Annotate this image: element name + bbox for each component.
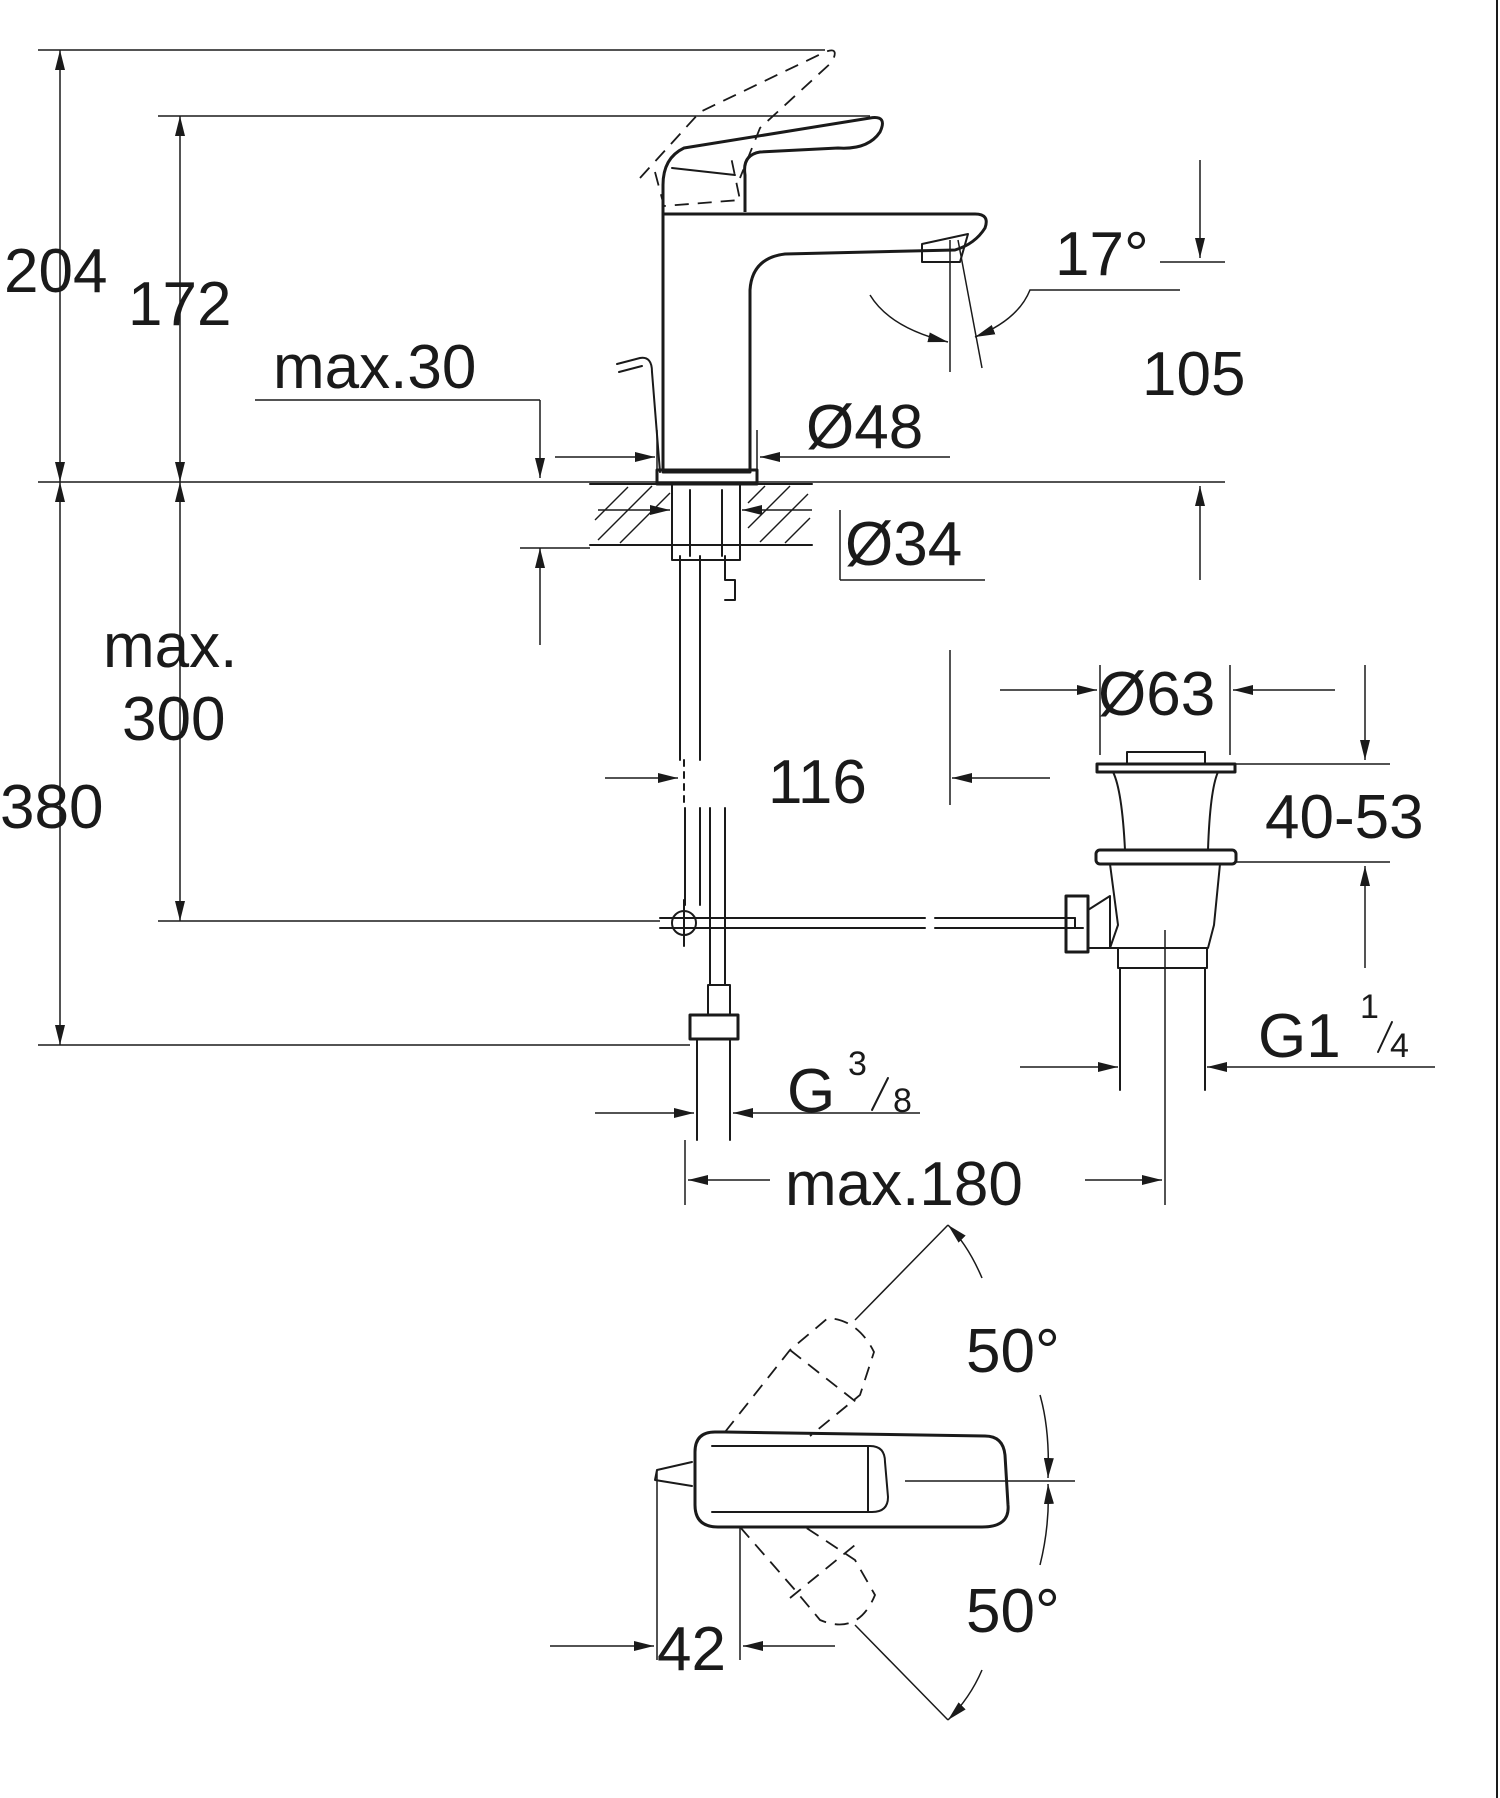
faucet-top-view	[550, 1224, 1075, 1721]
label-116: 116	[768, 748, 867, 817]
faucet-shank	[671, 483, 741, 1141]
label-40-53: 40-53	[1265, 783, 1424, 852]
label-max-30: max.30	[273, 333, 476, 402]
label-g-numerator: 3	[848, 1045, 867, 1083]
label-g1: G1	[1258, 1002, 1341, 1071]
label-max-180: max.180	[785, 1150, 1023, 1219]
label-17-degree: 17°	[1055, 220, 1149, 289]
label-g-1-1-4: G1 1 4	[1258, 988, 1409, 1071]
label-300: 300	[122, 685, 225, 754]
label-42: 42	[657, 1615, 726, 1684]
label-50-degree-down: 50°	[966, 1577, 1060, 1646]
label-380: 380	[0, 773, 103, 842]
label-g: G	[787, 1057, 835, 1126]
label-diameter-63: Ø63	[1098, 660, 1215, 729]
label-g1-denominator: 4	[1390, 1027, 1409, 1065]
dimension-lines	[38, 49, 1435, 1205]
label-diameter-48: Ø48	[806, 393, 923, 462]
label-diameter-34: Ø34	[845, 510, 962, 579]
label-172: 172	[128, 270, 231, 339]
label-g1-numerator: 1	[1360, 988, 1379, 1026]
label-g-denominator: 8	[893, 1082, 912, 1120]
label-g-3-8: G 3 8	[787, 1045, 912, 1126]
label-max: max.	[103, 612, 237, 681]
waste-valve	[1087, 751, 1238, 1091]
label-204: 204	[4, 237, 107, 306]
faucet-side-view	[616, 49, 988, 486]
label-105: 105	[1142, 340, 1245, 409]
popup-linkage	[659, 894, 1090, 954]
label-50-degree-up: 50°	[966, 1317, 1060, 1386]
countertop	[589, 483, 813, 546]
